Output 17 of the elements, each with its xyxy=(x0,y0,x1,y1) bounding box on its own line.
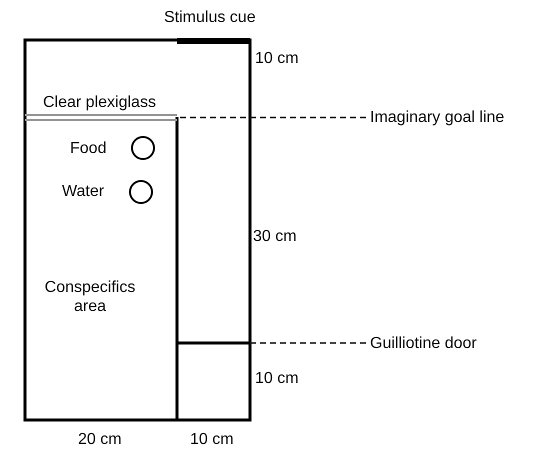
bowl-circle xyxy=(129,180,153,204)
text-label: Clear plexiglass xyxy=(43,93,156,112)
text-label: 10 cm xyxy=(190,430,234,449)
text-label: Stimulus cue xyxy=(164,8,256,27)
text-label: 30 cm xyxy=(253,227,297,246)
callout-text: Guilliotine door xyxy=(370,334,477,353)
bowl-circle xyxy=(131,136,155,160)
text-label: Water xyxy=(62,182,104,201)
callout-text: Imaginary goal line xyxy=(370,108,504,127)
text-label: 10 cm xyxy=(255,49,299,68)
text-label: Conspecifics area xyxy=(44,278,136,316)
leader-line xyxy=(177,116,366,118)
leader-line xyxy=(250,342,366,344)
door-bar xyxy=(177,342,250,344)
text-label: 20 cm xyxy=(78,430,122,449)
text-label: Food xyxy=(70,139,106,158)
text-label: 10 cm xyxy=(255,369,299,388)
